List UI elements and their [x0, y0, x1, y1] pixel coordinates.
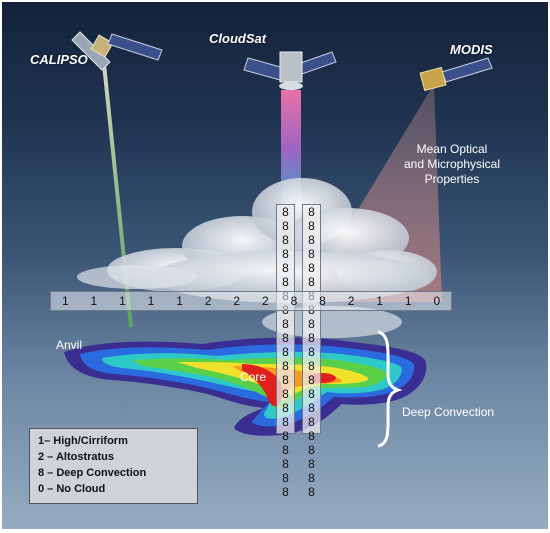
strip-cell: 8 [308, 429, 315, 443]
strip-cell: 8 [308, 401, 315, 415]
legend-item: 0 – No Cloud [38, 483, 106, 495]
mean-properties-line-2: and Microphysical [403, 157, 501, 171]
legend-item: 2 – Altostratus [38, 451, 115, 463]
horizontal-strip: 1 1 1 1 1 2 2 2 8 8 2 1 1 0 [50, 291, 452, 311]
strip-cell: 2 [204, 294, 212, 308]
legend-item: 8 – Deep Convection [38, 467, 147, 479]
strip-cell: 8 [308, 415, 315, 429]
strip-cell: 8 [308, 471, 315, 485]
modis-satellite [419, 57, 493, 92]
strip-cell: 8 [282, 219, 289, 233]
reflectivity-cross-section [64, 337, 427, 436]
strip-cell: 8 [282, 485, 289, 499]
strip-cell: 8 [308, 485, 315, 499]
strip-cell: 1 [147, 294, 155, 308]
strip-cell: 8 [308, 373, 315, 387]
mean-properties-line-1: Mean Optical [416, 142, 488, 156]
cloudsat-satellite [243, 51, 337, 90]
legend-box: 1– High/Cirriform 2 – Altostratus 8 – De… [29, 428, 198, 504]
vertical-strip-left: 8 8 8 8 8 8 8 8 8 8 8 8 8 8 8 8 8 8 8 8 … [276, 204, 295, 499]
strip-cell: 8 [282, 429, 289, 443]
strip-cell: 8 [308, 317, 315, 331]
calipso-label: CALIPSO [30, 52, 88, 67]
strip-cell: 8 [282, 205, 289, 219]
strip-cell: 2 [233, 294, 241, 308]
strip-cell: 2 [347, 294, 355, 308]
strip-cell: 8 [290, 294, 298, 308]
strip-cell: 8 [282, 471, 289, 485]
strip-cell: 8 [308, 275, 315, 289]
strip-cell: 8 [308, 359, 315, 373]
strip-cell: 8 [282, 443, 289, 457]
strip-cell: 8 [308, 247, 315, 261]
strip-cell: 8 [319, 294, 326, 308]
mean-properties-line-3: Properties [424, 172, 480, 186]
strip-cell: 1 [176, 294, 183, 308]
strip-cell: 1 [376, 294, 383, 308]
strip-cell: 0 [433, 294, 441, 308]
strip-cell: 8 [308, 331, 315, 345]
calipso-satellite [71, 31, 163, 71]
strip-cell: 8 [308, 261, 315, 275]
strip-cell: 1 [404, 294, 412, 308]
strip-cell: 8 [282, 331, 289, 345]
strip-cell: 8 [282, 373, 289, 387]
strip-cell: 8 [308, 387, 315, 401]
strip-cell: 8 [282, 457, 289, 471]
mean-properties-text: Mean Optical and Microphysical Propertie… [377, 142, 527, 187]
anvil-label: Anvil [56, 338, 83, 352]
modis-label: MODIS [450, 42, 493, 57]
strip-cell: 8 [282, 401, 289, 415]
deep-convection-bracket [377, 330, 403, 448]
cloudsat-label: CloudSat [209, 31, 267, 46]
legend-item: 1– High/Cirriform [38, 435, 128, 447]
strip-cell: 1 [119, 294, 126, 308]
strip-cell: 2 [261, 294, 269, 308]
strip-cell: 8 [282, 247, 289, 261]
strip-cell: 8 [282, 261, 289, 275]
strip-cell: 8 [282, 317, 289, 331]
strip-cell: 8 [308, 443, 315, 457]
strip-cell: 1 [61, 294, 69, 308]
strip-cell: 8 [282, 233, 289, 247]
strip-cell: 1 [90, 294, 98, 308]
strip-cell: 8 [282, 415, 289, 429]
strip-cell: 8 [308, 457, 315, 471]
vertical-strip-right: 8 8 8 8 8 8 8 8 8 8 8 8 8 8 8 8 8 8 8 8 … [302, 204, 321, 499]
strip-cell: 8 [308, 233, 315, 247]
strip-cell: 8 [282, 275, 289, 289]
strip-cell: 8 [282, 387, 289, 401]
deep-convection-label: Deep Convection [402, 405, 495, 419]
strip-cell: 8 [308, 219, 315, 233]
strip-cell: 8 [282, 345, 289, 359]
strip-cell: 8 [308, 205, 315, 219]
strip-cell: 8 [308, 345, 315, 359]
core-label: Core [240, 370, 267, 384]
strip-cell: 8 [282, 359, 289, 373]
